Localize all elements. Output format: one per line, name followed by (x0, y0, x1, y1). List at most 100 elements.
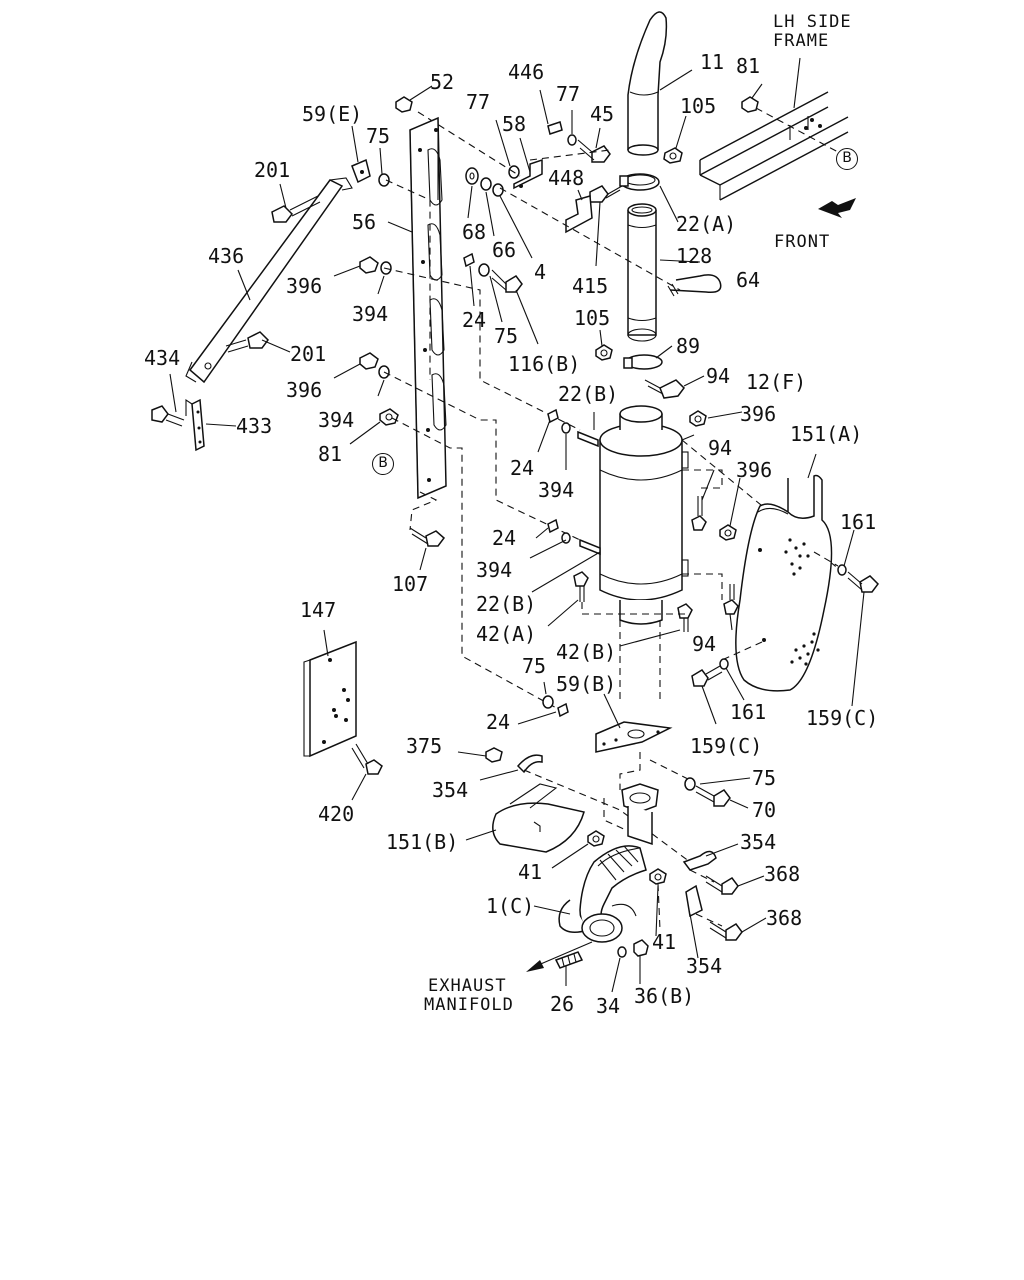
pin-446 (547, 121, 563, 135)
label-56: 56 (352, 210, 377, 234)
label-368-a: 368 (764, 862, 801, 886)
label-147: 147 (300, 598, 337, 622)
label-159c-a: 159(C) (690, 734, 763, 758)
flex-pipe-1c (558, 845, 647, 943)
label-42b: 42(B) (556, 640, 617, 664)
label-66: 66 (492, 238, 517, 262)
label-89: 89 (676, 334, 701, 358)
bracket-56 (409, 116, 447, 500)
plate-147 (303, 640, 357, 758)
label-52: 52 (430, 70, 455, 94)
label-201-top: 201 (254, 158, 291, 182)
label-45: 45 (590, 102, 615, 126)
tail-pipe-11 (627, 11, 693, 156)
bolt-94-top (644, 379, 685, 399)
front-label: FRONT (774, 232, 831, 252)
nut-75-mid (478, 263, 490, 277)
label-81-left: 81 (318, 442, 343, 466)
washer-396-d (719, 524, 737, 541)
label-77-b: 77 (556, 82, 581, 106)
label-394-b: 394 (318, 408, 355, 432)
label-59b: 59(B) (556, 672, 617, 696)
label-77-a: 77 (466, 90, 491, 114)
bolt-420 (351, 743, 383, 775)
label-368-b: 368 (766, 906, 803, 930)
front-arrow-icon (818, 198, 856, 218)
washer-41-a (587, 830, 605, 847)
label-41-b: 41 (652, 930, 677, 954)
clamp-22a (619, 173, 660, 191)
pin-22b-top (577, 430, 599, 448)
label-201-mid: 201 (290, 342, 327, 366)
clip-354-c (685, 884, 703, 918)
nut-394-c (561, 422, 571, 434)
label-24-a: 24 (462, 308, 487, 332)
bolt-368-b (709, 921, 743, 941)
exhaust-arrow-line (535, 941, 593, 967)
ref-marker-b-frame: B (836, 148, 858, 170)
label-4: 4 (534, 260, 547, 284)
label-396-a: 396 (286, 274, 323, 298)
label-59e: 59(E) (302, 102, 363, 126)
label-41-a: 41 (518, 860, 543, 884)
ref-marker-b-bracket: B (372, 453, 394, 475)
label-22a: 22(A) (676, 212, 737, 236)
nut-75-low (542, 695, 554, 709)
label-42a: 42(A) (476, 622, 537, 646)
label-396-b: 396 (286, 378, 323, 402)
washer-66 (480, 177, 492, 191)
label-68: 68 (462, 220, 487, 244)
label-64: 64 (736, 268, 761, 292)
clip-354-a (516, 754, 543, 774)
nut-75-top (378, 173, 390, 187)
label-70: 70 (752, 798, 777, 822)
lh-side-frame (699, 57, 849, 201)
label-75-top: 75 (366, 124, 391, 148)
pin-22b-bot (579, 538, 601, 556)
label-94-c: 94 (692, 632, 717, 656)
nut-375 (485, 747, 503, 763)
label-354-a: 354 (432, 778, 469, 802)
label-161-b: 161 (730, 700, 767, 724)
exhaust-manifold-label-2: MANIFOLD (424, 995, 514, 1015)
bolt-201-mid (225, 331, 269, 353)
label-436: 436 (208, 244, 245, 268)
label-107: 107 (392, 572, 429, 596)
stay-436 (185, 177, 353, 384)
lh-side-frame-label: LH SIDE (773, 12, 852, 32)
nut-75-right (684, 777, 696, 791)
washer-68 (465, 167, 479, 185)
heat-shield-151b (492, 783, 585, 853)
washer-105-top (663, 147, 683, 164)
nut-36b (633, 939, 649, 957)
bracket-433 (185, 398, 205, 452)
pipe-128 (627, 203, 701, 342)
label-446: 446 (508, 60, 545, 84)
washer-77-b (567, 134, 577, 146)
label-34: 34 (596, 994, 621, 1018)
washer-161-a (837, 564, 847, 576)
pin-24-c (547, 518, 559, 534)
label-396-d: 396 (736, 458, 773, 482)
bracket-448 (565, 195, 593, 234)
label-24-c: 24 (492, 526, 517, 550)
bolt-159c-b (691, 665, 723, 687)
washer-34 (617, 946, 627, 958)
label-151b: 151(B) (386, 830, 459, 854)
washer-105-mid (595, 344, 613, 361)
label-394-a: 394 (352, 302, 389, 326)
bolt-434 (151, 405, 185, 427)
heat-shield-151a (735, 474, 833, 692)
bolt-94-b (691, 496, 707, 531)
label-394-d: 394 (476, 558, 513, 582)
washer-4 (492, 183, 504, 197)
muffler-12f (599, 405, 695, 625)
label-22b-top: 22(B) (558, 382, 619, 406)
washer-396-b (359, 352, 379, 370)
bolt-107 (409, 527, 446, 547)
bolt-368-a (705, 875, 739, 895)
label-94-a: 94 (706, 364, 731, 388)
label-75-right: 75 (752, 766, 777, 790)
label-12f: 12(F) (746, 370, 807, 394)
